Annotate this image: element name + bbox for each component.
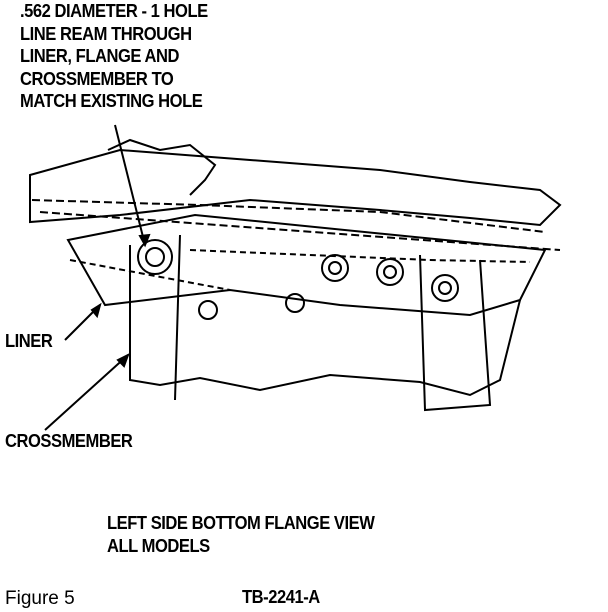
liner-dashed [69,249,531,291]
crossmember-label: CROSSMEMBER [5,431,133,451]
rivet [285,293,305,313]
bolt-hole [376,258,404,286]
caption-line-2: ALL MODELS [107,536,210,556]
crossmember-leader [44,354,129,431]
bolt-hole [431,274,459,302]
callout-line: LINE REAM THROUGH [20,23,192,44]
callout-line: .562 DIAMETER - 1 HOLE [20,1,208,21]
main-hole [137,239,173,275]
crossmember-upper [107,138,217,196]
figure-label: Figure 5 [5,588,75,609]
frame-rail-outline [29,148,562,227]
callout-line: LINER, FLANGE AND [20,46,180,66]
crossmember-lower [129,245,521,397]
callout-line: MATCH EXISTING HOLE [20,91,203,111]
crossmember-side [174,234,492,412]
callout-text: .562 DIAMETER - 1 HOLE LINE REAM THROUGH… [20,0,208,113]
callout-line: CROSSMEMBER TO [20,68,174,89]
doc-number: TB-2241-A [242,587,320,607]
caption-line-1: LEFT SIDE BOTTOM FLANGE VIEW [107,513,375,533]
liner-outline [66,213,547,317]
callout-leader [114,124,146,246]
bolt-hole [321,254,349,282]
rivet [198,300,218,320]
liner-label: LINER [5,331,53,351]
